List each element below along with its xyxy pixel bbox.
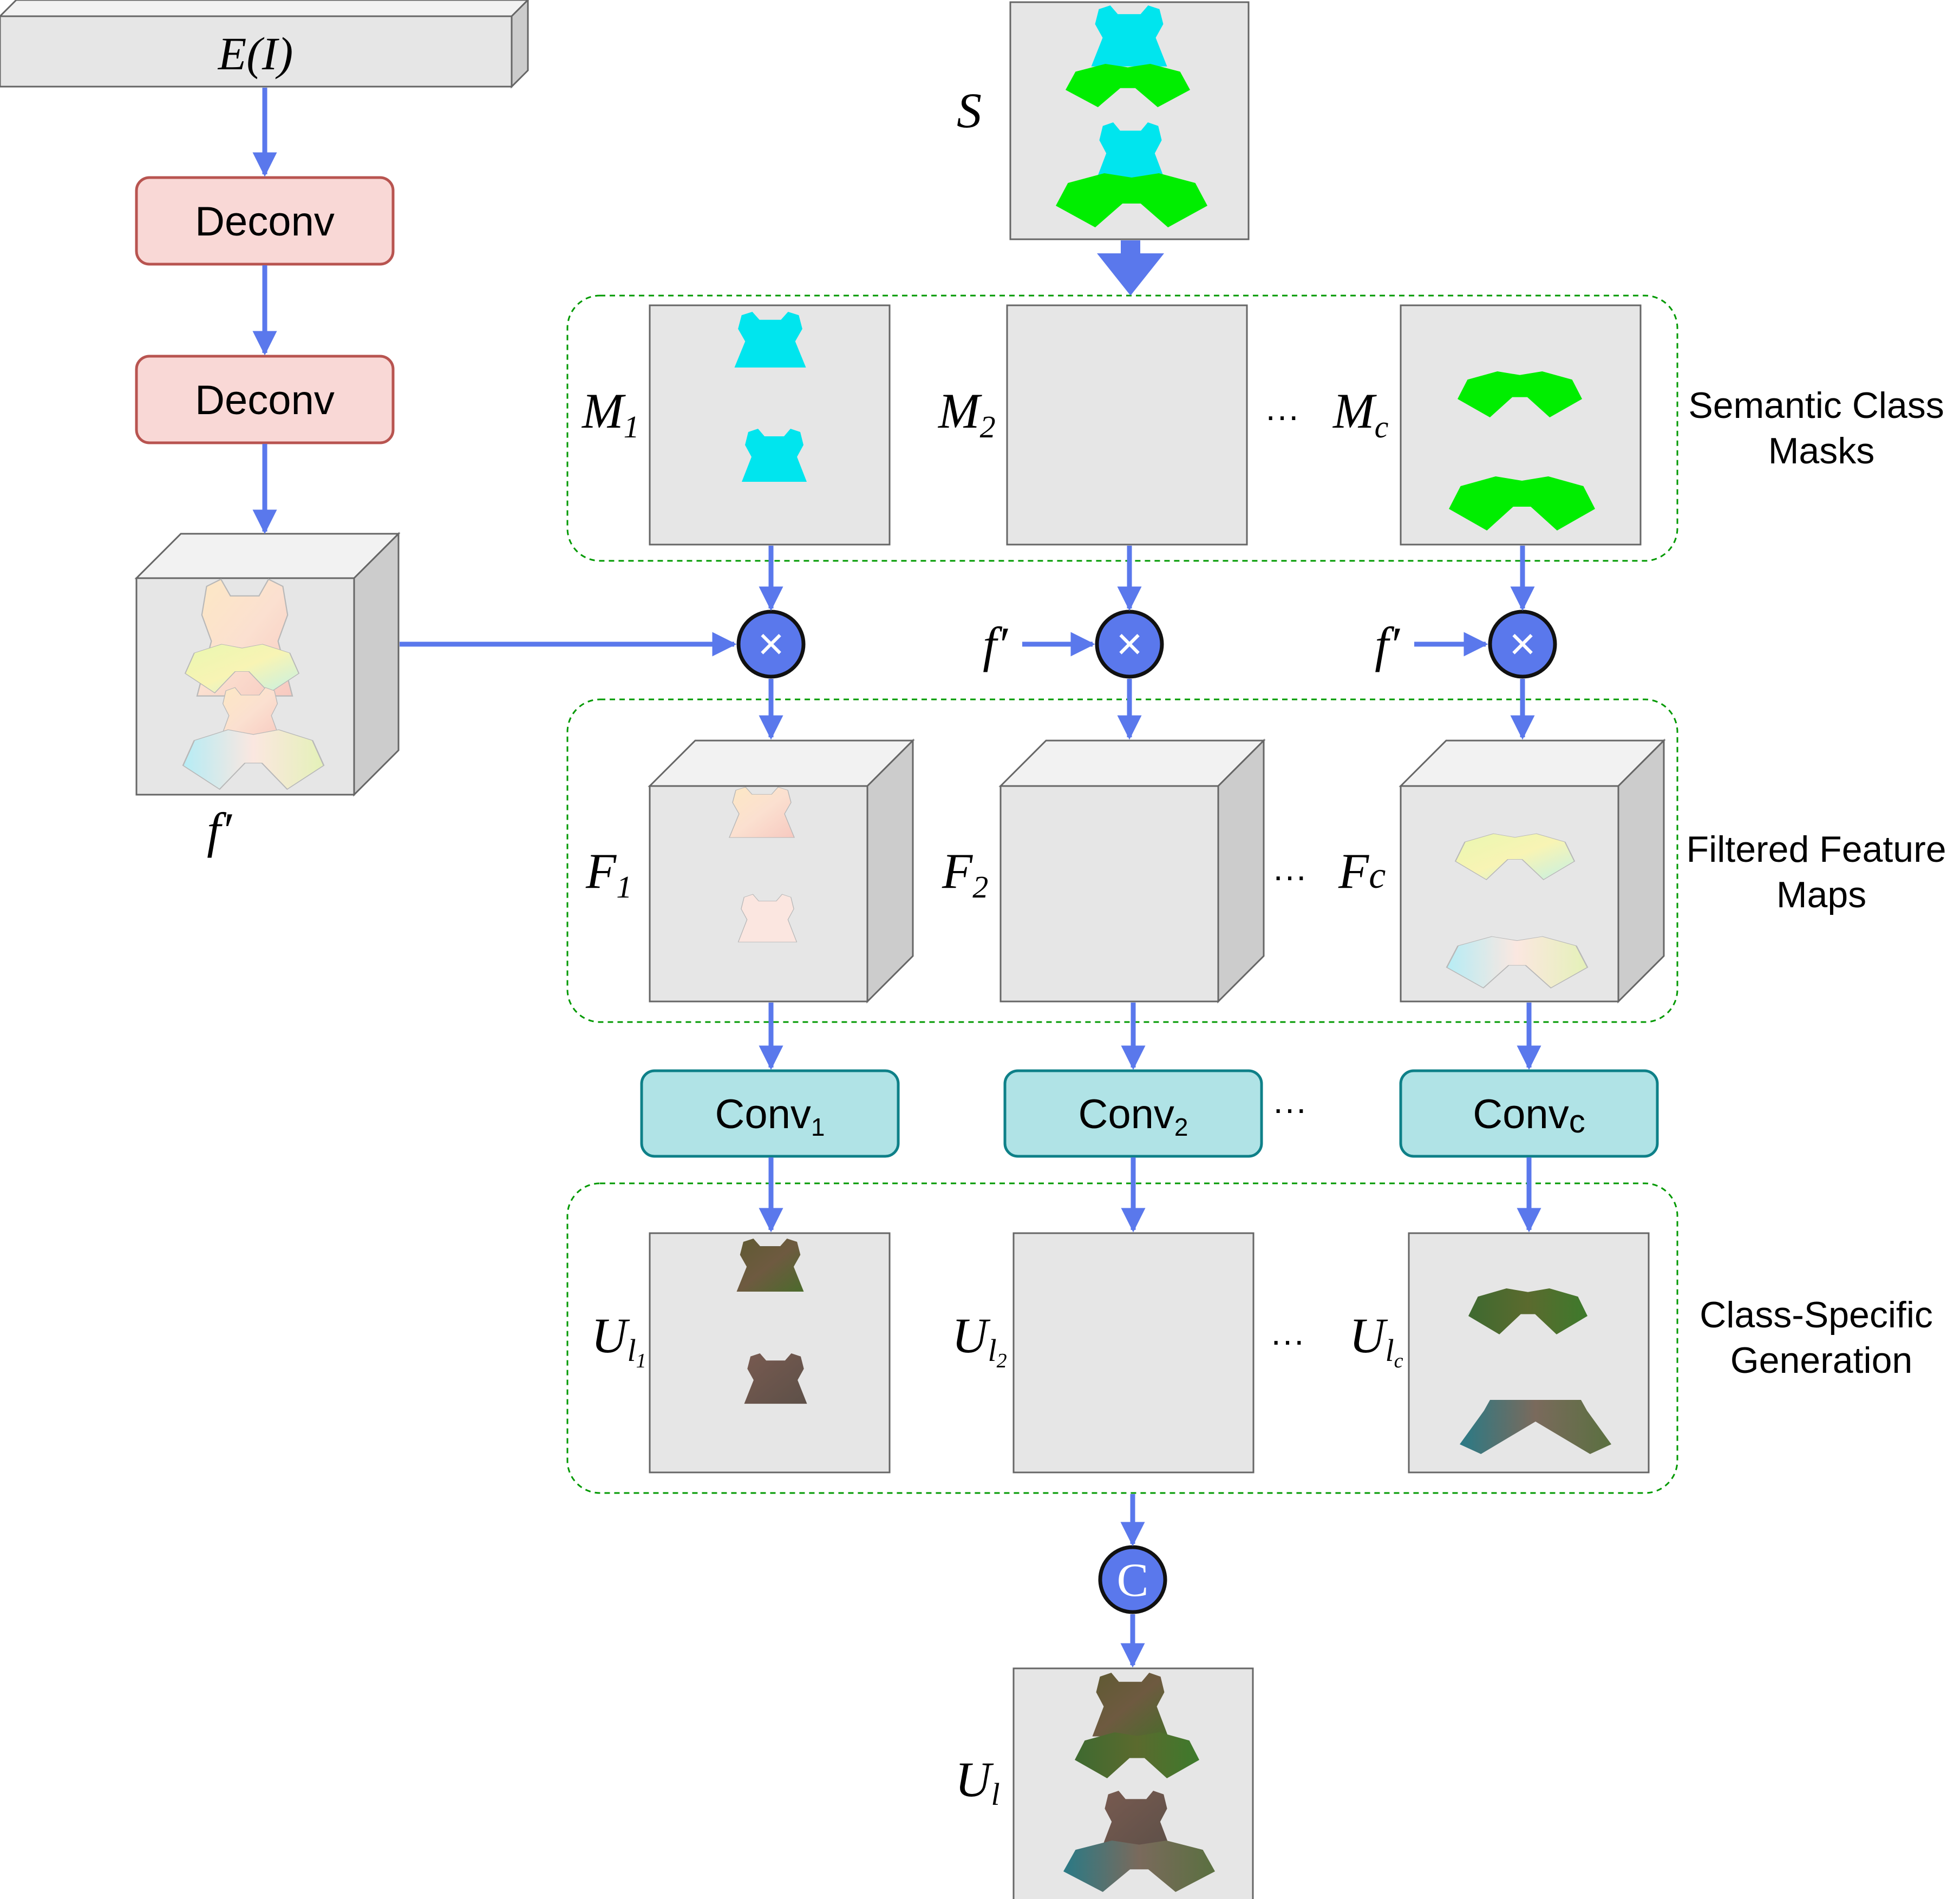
final-label: Ul xyxy=(955,1752,1000,1812)
mask-label-1: M1 xyxy=(581,383,639,444)
encoder-bar: E(I) xyxy=(0,0,530,89)
arrows xyxy=(252,88,1541,1668)
deconv-block-2: Deconv xyxy=(135,355,395,444)
deconv-label-2: Deconv xyxy=(195,377,335,423)
svg-text:×: × xyxy=(1116,618,1142,669)
mask-panel-1 xyxy=(649,304,891,546)
encoder-label: E(I) xyxy=(217,28,293,80)
conv-block-c: Convc xyxy=(1399,1069,1659,1158)
filtered-cube-2 xyxy=(998,738,1266,1004)
multiply-node-c: × xyxy=(1488,610,1557,679)
output-ellipsis: ··· xyxy=(1270,1321,1305,1360)
final-output-panel xyxy=(1012,1667,1254,1899)
output-panel-2 xyxy=(1012,1232,1255,1474)
mask-panel-c xyxy=(1400,304,1642,546)
conv-block-2: Conv2 xyxy=(1003,1069,1263,1158)
filtered-label-c: Fc xyxy=(1338,843,1386,899)
deconv-label-1: Deconv xyxy=(195,199,335,245)
conv-label-1: Conv1 xyxy=(715,1091,825,1141)
conv-label-c: Convc xyxy=(1473,1091,1585,1140)
multiply-input-label-c: f′ xyxy=(1375,617,1401,672)
conv-label-2: Conv2 xyxy=(1078,1091,1188,1141)
multiply-input-label-2: f′ xyxy=(983,617,1009,672)
arrow-segmentation-masks xyxy=(1097,240,1164,296)
masks-caption: Semantic Class Masks xyxy=(1688,385,1954,472)
feature-cube xyxy=(134,532,401,797)
feature-label: f′ xyxy=(207,803,233,858)
output-label-2: Ul2 xyxy=(952,1308,1007,1372)
segmentation-panel xyxy=(1009,1,1250,240)
conv-ellipsis: ··· xyxy=(1272,1089,1307,1128)
deconv-block-1: Deconv xyxy=(135,176,395,266)
mask-panel-2 xyxy=(1006,304,1248,546)
filtered-cube-1 xyxy=(648,738,915,1004)
output-label-c: Ulc xyxy=(1349,1308,1403,1372)
mask-label-2: M2 xyxy=(937,383,996,444)
mask-label-c: Mc xyxy=(1332,383,1389,444)
mask-ellipsis: ··· xyxy=(1265,396,1299,435)
segmentation-label: S xyxy=(957,83,982,138)
svg-text:C: C xyxy=(1117,1554,1149,1607)
filtered-label-2: F2 xyxy=(942,843,988,905)
filtered-cube-c xyxy=(1399,738,1666,1004)
svg-text:×: × xyxy=(757,618,784,669)
output-panel-c xyxy=(1408,1232,1650,1474)
multiply-node-2: × xyxy=(1095,610,1164,679)
svg-text:×: × xyxy=(1509,618,1536,669)
concat-node: C xyxy=(1098,1545,1167,1614)
filtered-caption: Filtered Feature Maps xyxy=(1687,829,1957,915)
output-panel-1 xyxy=(649,1232,891,1474)
conv-block-1: Conv1 xyxy=(640,1069,900,1158)
class-generation-group xyxy=(566,1182,1678,1494)
filtered-label-1: F1 xyxy=(585,843,632,905)
multiply-node-1: × xyxy=(736,610,806,679)
output-label-1: Ul1 xyxy=(591,1308,646,1372)
filtered-ellipsis: ··· xyxy=(1272,856,1307,895)
generation-caption: Class-Specific Generation xyxy=(1700,1294,1943,1381)
